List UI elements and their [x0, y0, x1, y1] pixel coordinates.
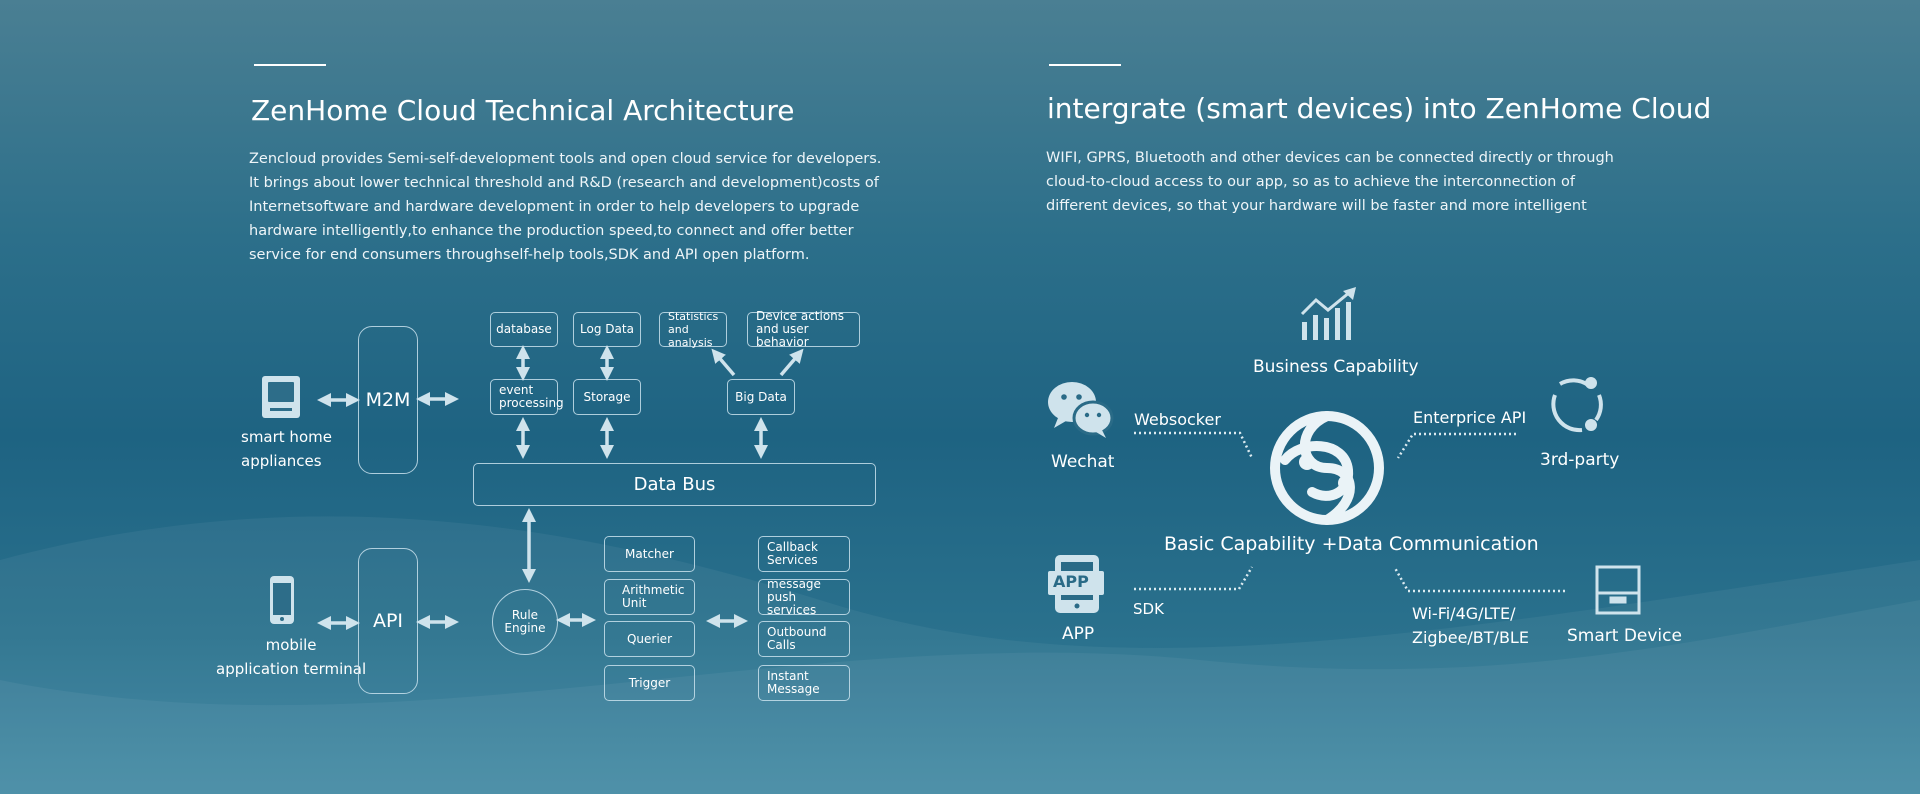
node-line: Instant: [767, 669, 809, 683]
data-bus-node: Data Bus: [473, 463, 876, 506]
mobile-terminal-label: mobile application terminal: [216, 633, 366, 681]
node-line: push services: [767, 589, 817, 617]
right-title: intergrate (smart devices) into ZenHome …: [1047, 92, 1712, 125]
node-line: Arithmetic: [622, 583, 685, 597]
wechat-icon: [1048, 382, 1114, 438]
label-line: Zigbee/BT/BLE: [1412, 628, 1529, 647]
websocker-label: Websocker: [1134, 410, 1221, 429]
left-description: Zencloud provides Semi-self-development …: [249, 147, 881, 267]
node-line: event: [499, 383, 534, 397]
node-line: Rule: [511, 608, 539, 622]
node-line: Message: [767, 682, 820, 696]
big-data-node: Big Data: [727, 379, 795, 415]
third-party-label: 3rd-party: [1540, 450, 1620, 470]
app-icon-text: APP: [1053, 572, 1089, 591]
right-description: WIFI, GPRS, Bluetooth and other devices …: [1046, 146, 1614, 218]
connector-app: [1134, 566, 1254, 591]
label-line: appliances: [241, 452, 322, 470]
querier-node: Querier: [604, 621, 695, 657]
storage-node: Storage: [573, 379, 641, 415]
mobile-phone-icon: [270, 576, 294, 624]
smart-home-appliances-label: smart home appliances: [241, 425, 332, 473]
title-accent-bar-right: [1049, 64, 1121, 66]
node-line: message: [767, 576, 821, 591]
protocols-label: Wi-Fi/4G/LTE/ Zigbee/BT/BLE: [1412, 602, 1529, 650]
node-line: processing: [499, 396, 564, 410]
third-party-cycle-icon: [1551, 377, 1603, 433]
zenhome-cloud-logo-icon: [1270, 411, 1384, 525]
connector-smart-device: [1393, 567, 1565, 593]
label-line: mobile: [265, 636, 317, 654]
node-line: and user behavior: [756, 322, 809, 349]
left-description-line: hardware intelligently,to enhance the pr…: [249, 223, 854, 239]
business-chart-icon: [1300, 287, 1356, 340]
label-line: smart home: [241, 428, 332, 446]
enterprise-api-label: Enterprice API: [1413, 408, 1527, 427]
database-node: database: [490, 312, 558, 347]
connector-wechat: [1134, 431, 1254, 459]
node-line: Callback: [767, 540, 818, 554]
left-title: ZenHome Cloud Technical Architecture: [251, 94, 795, 127]
logo-dots: [1299, 454, 1354, 491]
node-line: Calls: [767, 638, 796, 652]
left-description-line: It brings about lower technical threshol…: [249, 175, 879, 191]
smart-device-icon: [1595, 565, 1641, 615]
right-description-line: different devices, so that your hardware…: [1046, 198, 1587, 214]
left-description-line: service for end consumers throughself-he…: [249, 247, 810, 263]
label-line: Wi-Fi/4G/LTE/: [1412, 604, 1516, 623]
left-description-line: Internetsoftware and hardware developmen…: [249, 199, 860, 215]
sdk-label: SDK: [1133, 600, 1164, 618]
trigger-node: Trigger: [604, 665, 695, 701]
right-description-line: WIFI, GPRS, Bluetooth and other devices …: [1046, 150, 1614, 166]
node-line: Unit: [622, 596, 647, 610]
left-description-line: Zencloud provides Semi-self-development …: [249, 151, 882, 167]
app-phone-icon: [1048, 555, 1104, 613]
arrow-bigdata-statistics: [711, 348, 736, 377]
node-line: Statistics: [668, 310, 719, 323]
connector-3rd-party: [1396, 432, 1516, 459]
api-node: API: [358, 548, 418, 694]
app-label: APP: [1062, 624, 1095, 644]
smart-device-label: Smart Device: [1567, 626, 1682, 646]
appliance-icon: [262, 376, 300, 418]
wechat-label: Wechat: [1051, 452, 1115, 472]
right-description-line: cloud-to-cloud access to our app, so as …: [1046, 174, 1575, 190]
log-data-node: Log Data: [573, 312, 641, 347]
m2m-node: M2M: [358, 326, 418, 474]
node-line: Engine: [504, 621, 546, 635]
core-capability-label: Basic Capability +Data Communication: [1164, 533, 1539, 555]
label-line: application terminal: [216, 660, 367, 678]
title-accent-bar-left: [254, 64, 326, 66]
matcher-node: Matcher: [604, 536, 695, 572]
business-capability-label: Business Capability: [1253, 357, 1419, 377]
node-line: Outbound: [767, 625, 827, 639]
node-line: Services: [767, 553, 818, 567]
arrow-bigdata-device-actions: [779, 348, 804, 377]
node-line: and analysis: [668, 323, 713, 349]
node-line: Device actions: [756, 309, 845, 323]
